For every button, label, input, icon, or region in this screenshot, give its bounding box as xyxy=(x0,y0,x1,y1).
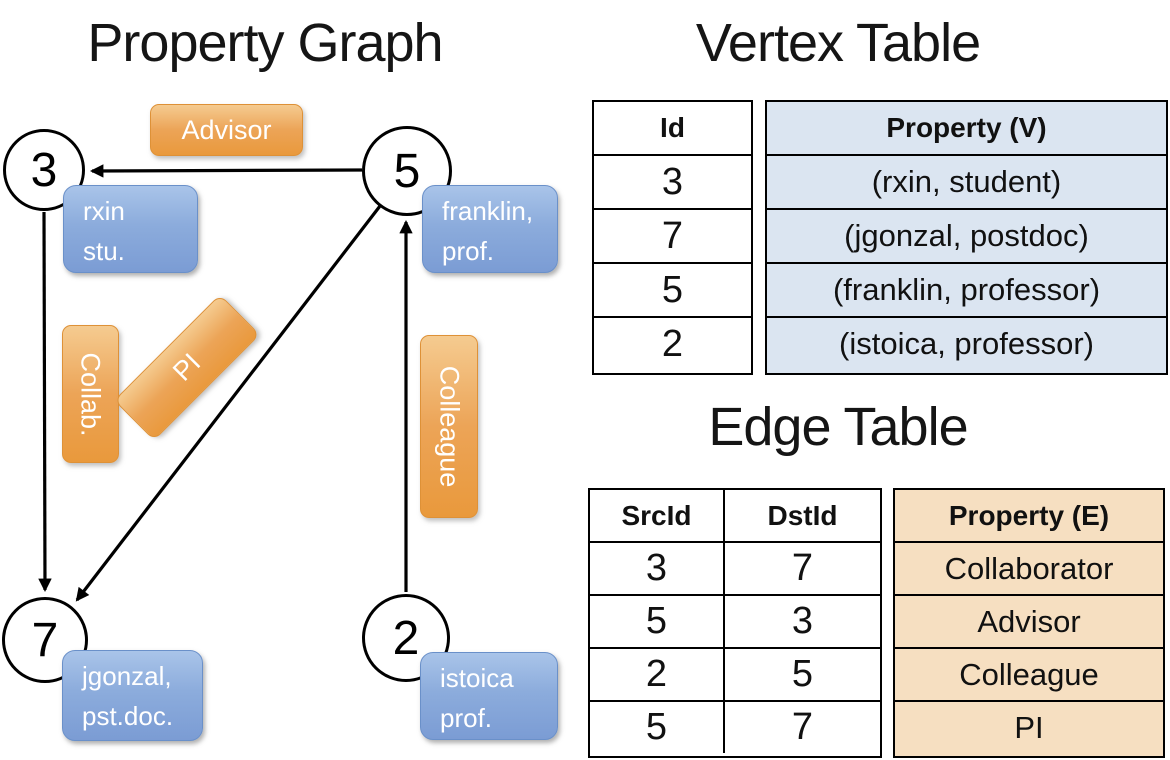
edge-table-property-header: Property (E) xyxy=(948,499,1110,531)
vertex-table-title: Vertex Table xyxy=(695,13,981,73)
vertex-id-cell: 7 xyxy=(594,208,751,262)
edge-property-cell: Advisor xyxy=(895,594,1163,647)
edge-table-srcid-header: SrcId xyxy=(621,499,692,531)
vertex-property-cell: (jgonzal, postdoc) xyxy=(767,208,1166,262)
node-2-property-line2: prof. xyxy=(440,703,493,733)
edge-label-collab: Collab. xyxy=(62,325,119,463)
edge-srcid-cell: 5 xyxy=(645,706,668,748)
vertex-table-id-header: Id xyxy=(660,112,685,143)
node-2-id: 2 xyxy=(392,611,420,665)
vertex-property-cell: (rxin, student) xyxy=(767,154,1166,208)
node-7-property-line2: pst.doc. xyxy=(82,701,174,731)
edge-table-row: 2 5 xyxy=(590,647,880,700)
node-7-property-line1: jgonzal, xyxy=(82,661,172,691)
node-5-id: 5 xyxy=(393,144,421,198)
edge-table-title: Edge Table xyxy=(708,397,968,457)
node-2-property-line1: istoica xyxy=(440,663,514,693)
edge-table-id-columns: SrcId DstId 3 7 5 3 2 5 5 7 xyxy=(588,488,882,758)
node-5-property-line2: prof. xyxy=(442,236,495,266)
edge-table-row: 5 3 xyxy=(590,594,880,647)
node-5-property-line1: franklin, xyxy=(442,196,534,226)
edge-arrow-5-to-7 xyxy=(75,205,382,602)
vertex-table-property-column: Property (V) (rxin, student) (jgonzal, p… xyxy=(765,100,1168,375)
vertex-table-id-column: Id 3 7 5 2 xyxy=(592,100,753,375)
edge-srcid-cell: 5 xyxy=(645,600,668,642)
edge-label-advisor-text: Advisor xyxy=(181,114,272,145)
edge-arrow-5-to-3 xyxy=(89,164,363,178)
edge-table-row: 5 7 xyxy=(590,700,880,753)
edge-dstid-cell: 7 xyxy=(723,543,880,594)
node-3-property-line1: rxin xyxy=(83,196,125,226)
vertex-id-cell: 2 xyxy=(594,316,751,370)
node-7-id: 7 xyxy=(31,613,59,667)
edge-property-cell: Colleague xyxy=(895,647,1163,700)
edge-table-property-column: Property (E) Collaborator Advisor Collea… xyxy=(893,488,1165,758)
node-3-property-line2: stu. xyxy=(83,236,125,266)
edge-dstid-cell: 5 xyxy=(723,649,880,700)
edge-property-cell: PI xyxy=(895,700,1163,753)
edge-arrow-3-to-7 xyxy=(38,211,52,593)
edge-table-row: 3 7 xyxy=(590,541,880,594)
edge-srcid-cell: 2 xyxy=(645,653,668,695)
vertex-property-cell: (istoica, professor) xyxy=(767,316,1166,370)
edge-dstid-cell: 3 xyxy=(723,596,880,647)
node-7-property-label: jgonzal, pst.doc. xyxy=(62,650,203,741)
edge-label-pi-text: PI xyxy=(167,347,207,387)
edge-label-colleague: Colleague xyxy=(420,335,478,518)
vertex-id-cell: 5 xyxy=(594,262,751,316)
graph-node-5: 5 xyxy=(362,126,452,216)
edge-table-dstid-header: DstId xyxy=(723,490,880,541)
property-graph-title: Property Graph xyxy=(87,13,443,73)
edge-label-colleague-text: Colleague xyxy=(434,365,465,488)
edge-srcid-cell: 3 xyxy=(645,547,668,589)
node-3-id: 3 xyxy=(30,143,58,197)
node-5-property-label: franklin, prof. xyxy=(422,185,558,273)
vertex-property-cell: (franklin, professor) xyxy=(767,262,1166,316)
edge-table-header-row: SrcId DstId xyxy=(590,490,880,541)
edge-label-collab-text: Collab. xyxy=(76,351,107,437)
edge-property-cell: Collaborator xyxy=(895,541,1163,594)
graph-node-3: 3 xyxy=(3,129,85,211)
edge-dstid-cell: 7 xyxy=(723,702,880,753)
vertex-table-property-header: Property (V) xyxy=(886,112,1047,143)
node-2-property-label: istoica prof. xyxy=(420,652,558,740)
vertex-id-cell: 3 xyxy=(594,154,751,208)
edge-label-advisor: Advisor xyxy=(150,104,303,156)
node-3-property-label: rxin stu. xyxy=(63,185,198,273)
